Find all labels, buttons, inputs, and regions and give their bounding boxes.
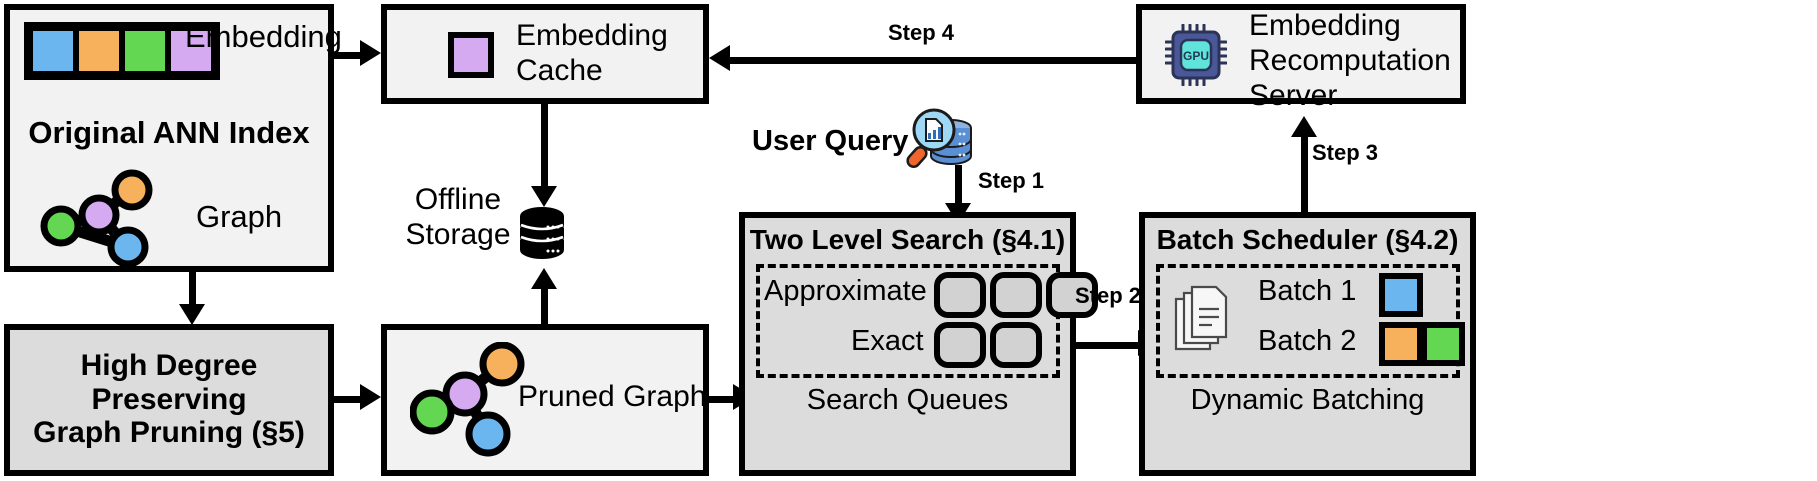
recomputation-server-line3: Server — [1249, 79, 1338, 113]
embedding-cell-purple — [168, 28, 214, 74]
connector-step1 — [955, 165, 962, 205]
embedding-cell-blue — [30, 28, 76, 74]
step3-label: Step 3 — [1312, 140, 1379, 165]
batch-2-swatch-green — [1421, 322, 1465, 366]
approximate-slot-row — [934, 272, 1098, 318]
connector-step3 — [1301, 135, 1308, 213]
two-level-search-title: Two Level Search (§4.1) — [749, 224, 1066, 255]
graph-pruning-line2: Graph Pruning (§5) — [33, 416, 305, 450]
step1-label: Step 1 — [978, 168, 1045, 193]
arrow-pruning-to-pruned-graph — [360, 384, 381, 410]
embedding-label: Embedding — [185, 19, 342, 54]
embedding-strip — [24, 22, 220, 80]
step2-label: Step 2 — [1075, 283, 1142, 308]
search-queues-footer: Search Queues — [806, 384, 1009, 416]
connector-cache-to-storage — [541, 104, 548, 188]
connector-pruned-graph-to-storage — [541, 288, 548, 326]
graph-pruning-line1: High Degree Preserving — [80, 349, 258, 416]
approximate-row-label: Approximate — [764, 275, 927, 307]
original-graph-icon — [40, 169, 153, 266]
connector-step2 — [1076, 342, 1140, 349]
documents-icon — [1174, 285, 1228, 351]
exact-row-label: Exact — [851, 325, 924, 357]
arrow-cache-to-storage — [531, 186, 557, 207]
batch-2-swatch-orange — [1379, 322, 1423, 366]
arrow-step4 — [709, 45, 730, 71]
dynamic-batching-footer: Dynamic Batching — [1190, 384, 1425, 416]
database-icon — [520, 207, 564, 259]
embedding-cache-box — [381, 4, 709, 104]
dynamic-batching-dashed-region — [1156, 264, 1460, 378]
offline-storage-label: Offline Storage — [398, 182, 518, 253]
batch-1-swatch-blue — [1379, 273, 1423, 317]
step4-label: Step 4 — [888, 20, 955, 45]
arrow-index-to-pruning — [179, 304, 205, 325]
embedding-cache-line1: Embedding — [516, 19, 668, 52]
gpu-chip-icon: GPU — [1165, 24, 1227, 86]
exact-slot[interactable] — [934, 322, 986, 368]
purple-square-icon — [448, 32, 494, 78]
exact-slot-row — [934, 322, 1042, 368]
embedding-cache-line2: Cache — [516, 54, 603, 88]
gpu-icon-text: GPU — [1183, 49, 1209, 63]
search-queues-dashed-region — [756, 264, 1060, 378]
graph-label: Graph — [196, 199, 283, 234]
batch-2-label: Batch 2 — [1258, 325, 1357, 357]
embedding-cell-green — [122, 28, 168, 74]
original-ann-index-title: Original ANN Index — [28, 115, 310, 150]
pruned-graph-label: Pruned Graph — [518, 380, 707, 413]
connector-index-to-pruning — [189, 272, 196, 306]
connector-step4 — [730, 57, 1136, 64]
connector-pruning-to-pruned-graph — [334, 396, 362, 403]
graph-pruning-title: High Degree Preserving Graph Pruning (§5… — [10, 349, 328, 450]
recomputation-server-line2: Recomputation — [1249, 44, 1451, 78]
embedding-cell-orange — [76, 28, 122, 74]
recomputation-server-title: Embedding Recomputation Server — [1249, 8, 1451, 113]
arrow-pruned-graph-to-storage — [531, 268, 557, 289]
pruned-graph-icon — [410, 342, 525, 457]
user-query-label: User Query — [752, 125, 909, 157]
batch-scheduler-title: Batch Scheduler (§4.2) — [1156, 224, 1459, 255]
offline-storage-line1: Offline — [414, 183, 502, 216]
exact-slot[interactable] — [990, 322, 1042, 368]
approximate-slot[interactable] — [1046, 272, 1098, 318]
batch-1-label: Batch 1 — [1258, 275, 1357, 307]
approximate-slot[interactable] — [990, 272, 1042, 318]
arrow-step3 — [1291, 116, 1317, 137]
graph-pruning-box — [4, 324, 334, 476]
arrow-index-to-cache — [360, 40, 381, 66]
recomputation-server-line1: Embedding — [1249, 9, 1401, 42]
offline-storage-line2: Storage — [405, 218, 511, 252]
connector-pruned-graph-to-search — [709, 396, 735, 403]
query-search-database-icon — [906, 108, 972, 168]
approximate-slot[interactable] — [934, 272, 986, 318]
embedding-cache-title: Embedding Cache — [516, 18, 668, 89]
connector-index-to-cache — [334, 52, 362, 59]
